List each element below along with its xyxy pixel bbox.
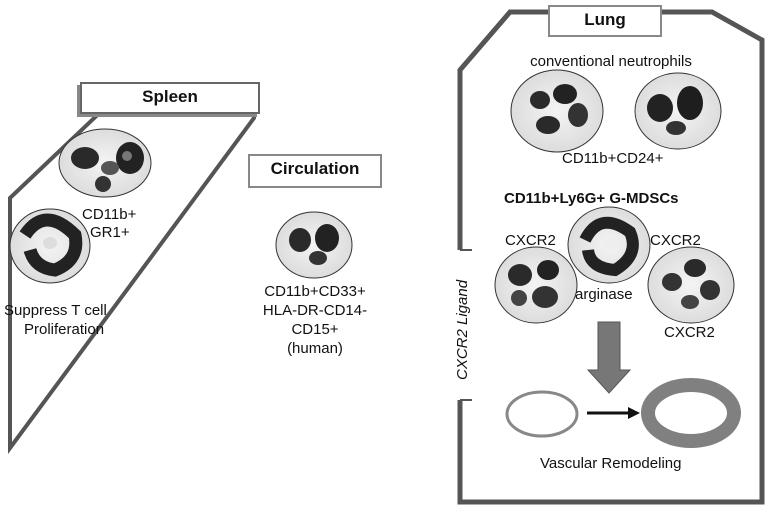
spleen-marker-line2: GR1+: [90, 224, 130, 241]
lung-mdsc-cell-left: [494, 246, 578, 324]
circulation-marker-line4: (human): [287, 340, 343, 357]
spleen-function-line2: Proliferation: [24, 321, 105, 338]
spleen-cell-top: [58, 128, 152, 198]
cxcr2-ligand-label: CXCR2 Ligand: [454, 279, 471, 380]
lung-mdsc-cell-center: [567, 206, 651, 284]
cxcr2-right-label: CXCR2: [650, 232, 701, 249]
spleen-marker-line1: CD11b+: [82, 206, 137, 223]
spleen-title-box: Spleen: [80, 82, 260, 114]
lung-title-box: Lung: [548, 5, 662, 37]
conventional-marker-label: CD11b+CD24+: [562, 150, 664, 167]
ligand-tab: [448, 250, 472, 400]
circulation-marker-line3: CD15+: [291, 321, 339, 338]
arginase-label: arginase: [575, 286, 633, 303]
spleen-title: Spleen: [142, 87, 198, 106]
lung-conventional-cell-1: [510, 69, 604, 153]
normal-vessel: [505, 390, 579, 438]
circulation-marker-line2: HLA-DR-CD14-: [262, 302, 368, 319]
lung-mdsc-cell-right: [647, 246, 735, 324]
spleen-function-line1: Suppress T cell: [4, 302, 107, 319]
spleen-cell-bottom: [9, 208, 91, 284]
remodeling-down-arrow: [586, 321, 632, 394]
circulation-title-box: Circulation: [248, 154, 382, 188]
circulation-cell: [275, 211, 353, 279]
lung-conventional-cell-2: [634, 72, 722, 150]
lung-region-outline: [457, 9, 765, 505]
mdsc-label: CD11b+Ly6G+ G-MDSCs: [504, 190, 679, 207]
circulation-marker-line1: CD11b+CD33+: [264, 283, 366, 300]
remodeling-arrow-head: [628, 407, 640, 419]
vascular-remodeling-label: Vascular Remodeling: [540, 455, 682, 472]
cxcr2-left-label: CXCR2: [505, 232, 556, 249]
lung-title: Lung: [584, 10, 626, 29]
circulation-title: Circulation: [270, 159, 360, 178]
conventional-neutrophils-label: conventional neutrophils: [530, 53, 692, 70]
cxcr2-bottom-label: CXCR2: [664, 324, 715, 341]
remodeled-vessel: [641, 378, 741, 448]
